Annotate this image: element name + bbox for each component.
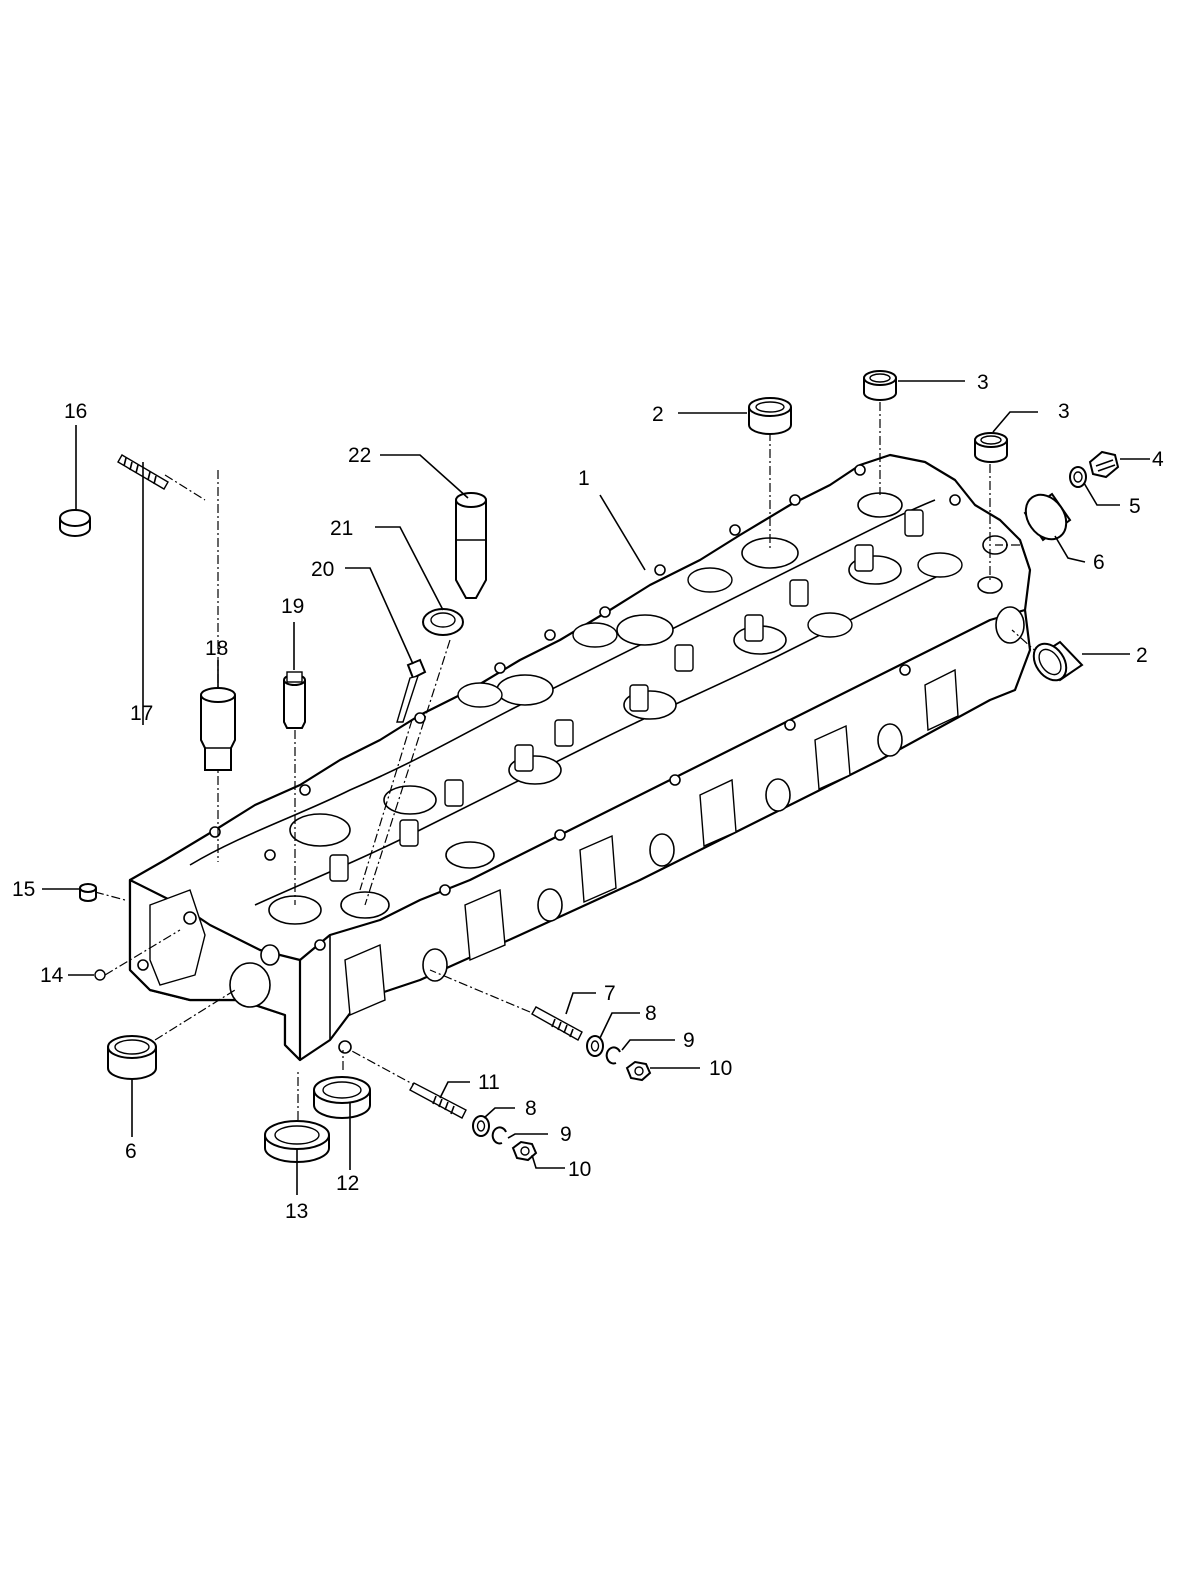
callout-5: 5: [1129, 495, 1141, 518]
part-13-seal: [264, 1120, 330, 1163]
leader-lines: [42, 380, 1150, 1195]
callout-12: 12: [336, 1172, 359, 1195]
callout-21: 21: [330, 517, 353, 540]
part-16-plug: [59, 509, 91, 537]
callout-6: 6: [1093, 551, 1105, 574]
callout-8: 8: [525, 1097, 537, 1120]
part-11-stud: [409, 1082, 467, 1119]
callout-9: 9: [560, 1123, 572, 1146]
callout-16: 16: [64, 400, 87, 423]
callout-17: 17: [130, 702, 153, 725]
callout-1: 1: [578, 467, 590, 490]
callout-4: 4: [1152, 448, 1164, 471]
part-2-plug-right: [1032, 640, 1084, 682]
port-windows: [344, 606, 1025, 1017]
part-10-nut-a: [625, 1060, 652, 1082]
part-6-plug-left: [107, 1035, 157, 1080]
callout-19: 19: [281, 595, 304, 618]
callout-6: 6: [125, 1140, 137, 1163]
part-2-plug-top: [748, 397, 792, 435]
part-6-plug-right: [1023, 492, 1072, 542]
part-8-washer-a: [586, 1035, 604, 1057]
part-3-plug-b: [974, 432, 1008, 463]
part-14-ball: [94, 969, 106, 981]
callout-3: 3: [977, 371, 989, 394]
part-3-plug-a: [863, 370, 897, 401]
callout-13: 13: [285, 1200, 308, 1223]
callout-15: 15: [12, 878, 35, 901]
part-9-lock-washer-b: [491, 1126, 507, 1145]
part-8-washer-b: [472, 1115, 490, 1137]
callout-2: 2: [1136, 644, 1148, 667]
part-18-sleeve: [200, 687, 236, 771]
front-face-ports: [137, 889, 352, 1054]
callout-14: 14: [40, 964, 64, 987]
part-4-screw-plug: [1088, 450, 1120, 479]
bolt-holes: [209, 464, 961, 951]
part-21-o-ring: [422, 608, 464, 636]
callout-9: 9: [683, 1029, 695, 1052]
callout-3: 3: [1058, 400, 1070, 423]
callout-labels: 1 2 2 3 3 4 5 6 6 7 8 8 9 9 10 10 11 12 …: [12, 371, 1164, 1223]
part-9-lock-washer-a: [605, 1046, 621, 1065]
part-12-seal: [313, 1076, 371, 1119]
part-7-stud: [531, 1006, 583, 1041]
callout-10: 10: [568, 1158, 591, 1181]
part-5-washer: [1069, 466, 1087, 488]
callout-2: 2: [652, 403, 664, 426]
callout-18: 18: [205, 637, 228, 660]
callout-11: 11: [478, 1071, 500, 1094]
part-19-valve-guide: [283, 671, 306, 729]
callout-10: 10: [709, 1057, 732, 1080]
part-22-sleeve: [455, 492, 487, 599]
rocker-studs: [329, 509, 963, 882]
part-20-bolt: [396, 658, 427, 723]
callout-22: 22: [348, 444, 371, 467]
part-10-nut-b: [511, 1140, 538, 1162]
cylinder-head-body: [128, 453, 1032, 1062]
callout-7: 7: [604, 982, 616, 1005]
callout-8: 8: [645, 1002, 657, 1025]
callout-20: 20: [311, 558, 334, 581]
part-15-plug: [79, 883, 97, 902]
